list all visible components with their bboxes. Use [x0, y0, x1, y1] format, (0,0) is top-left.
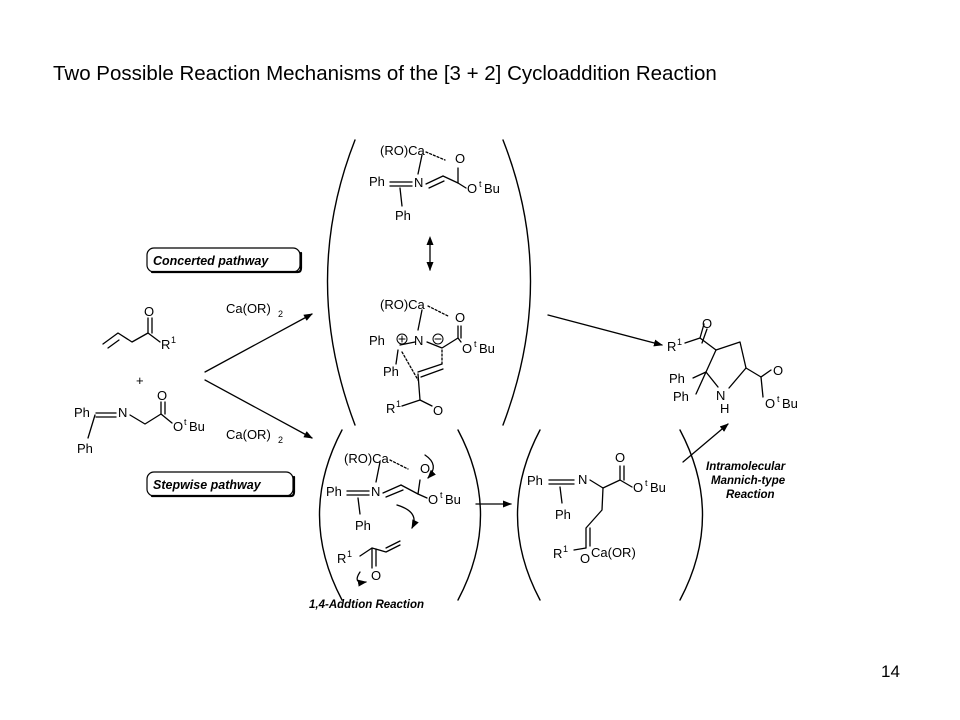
svg-text:Ph: Ph [395, 208, 411, 223]
mannich-caption: Intramolecular Mannich-type Reaction [706, 461, 786, 501]
svg-text:O: O [157, 388, 167, 403]
svg-text:O: O [173, 419, 183, 434]
chelate-top-structure: (RO)Ca O Ph N Ph O t Bu [369, 143, 500, 223]
imine-ester-structure: Ph N Ph O O t Bu [74, 388, 205, 456]
svg-text:R: R [553, 546, 562, 561]
svg-text:R: R [161, 337, 170, 352]
svg-text:N: N [578, 472, 587, 487]
reagent-upper: Ca(OR) [226, 301, 271, 316]
svg-text:Bu: Bu [650, 480, 666, 495]
svg-text:R: R [337, 551, 346, 566]
reagent-lower: Ca(OR) [226, 427, 271, 442]
svg-text:O: O [702, 316, 712, 331]
calcium-enolate-structure: Ph N Ph O O t Bu R 1 O Ca(OR) [527, 450, 666, 566]
enone-structure: O R 1 [102, 304, 176, 352]
svg-text:Ph: Ph [77, 441, 93, 456]
svg-text:Ph: Ph [369, 174, 385, 189]
svg-text:Bu: Bu [479, 341, 495, 356]
svg-text:Ph: Ph [326, 484, 342, 499]
svg-text:Mannich-type: Mannich-type [711, 475, 786, 487]
svg-text:O: O [144, 304, 154, 319]
svg-text:N: N [371, 484, 380, 499]
svg-text:Ph: Ph [369, 333, 385, 348]
stepwise-brackets [318, 429, 482, 601]
svg-text:Concerted pathway: Concerted pathway [153, 254, 269, 268]
svg-text:Reaction: Reaction [726, 489, 775, 501]
svg-text:Bu: Bu [782, 396, 798, 411]
svg-text:Ph: Ph [673, 389, 689, 404]
svg-text:N: N [414, 333, 423, 348]
concerted-brackets [326, 139, 532, 426]
arrow-to-concerted [204, 313, 313, 373]
svg-text:N: N [716, 388, 725, 403]
addition-caption: 1,4-Addtion Reaction [309, 599, 424, 611]
svg-text:O: O [765, 396, 775, 411]
pyrrolidine-product-structure: O R 1 Ph Ph N H O O t Bu [667, 316, 798, 416]
svg-text:Bu: Bu [189, 419, 205, 434]
svg-text:Ph: Ph [527, 473, 543, 488]
svg-text:1: 1 [347, 549, 352, 559]
svg-text:O: O [428, 492, 438, 507]
svg-text:O: O [580, 551, 590, 566]
svg-text:Ph: Ph [669, 371, 685, 386]
svg-text:t: t [474, 339, 477, 349]
slide-title: Two Possible Reaction Mechanisms of the … [53, 62, 717, 85]
stepwise-pathway-box: Stepwise pathway [146, 471, 296, 498]
svg-text:1: 1 [171, 335, 176, 345]
svg-text:O: O [462, 341, 472, 356]
svg-text:Ph: Ph [555, 507, 571, 522]
svg-text:O: O [455, 310, 465, 325]
svg-text:1: 1 [677, 337, 682, 347]
stepwise-intermediate-structure: (RO)Ca O Ph N Ph O t Bu R 1 O [326, 451, 461, 587]
svg-text:t: t [479, 179, 482, 189]
svg-text:t: t [777, 394, 780, 404]
reagent-lower-subscript: 2 [278, 435, 283, 445]
svg-text:1: 1 [563, 544, 568, 554]
svg-text:Ca(OR): Ca(OR) [591, 545, 636, 560]
plus-sign: + [136, 373, 144, 388]
svg-text:O: O [433, 403, 443, 418]
svg-text:t: t [440, 490, 443, 500]
svg-text:O: O [371, 568, 381, 583]
svg-text:O: O [420, 461, 430, 476]
arrow-mannich-to-product [682, 423, 729, 463]
arrow-to-stepwise [204, 379, 313, 439]
svg-text:Intramolecular: Intramolecular [706, 461, 786, 473]
svg-text:t: t [645, 478, 648, 488]
arrow-to-product [547, 314, 663, 347]
svg-text:(RO)Ca: (RO)Ca [380, 297, 426, 312]
svg-text:Bu: Bu [484, 181, 500, 196]
svg-text:O: O [773, 363, 783, 378]
svg-text:Ph: Ph [355, 518, 371, 533]
svg-text:O: O [455, 151, 465, 166]
svg-text:Bu: Bu [445, 492, 461, 507]
enolate-brackets [516, 429, 704, 601]
page-number: 14 [881, 662, 900, 681]
svg-text:N: N [118, 405, 127, 420]
svg-text:Stepwise pathway: Stepwise pathway [153, 478, 262, 492]
svg-text:H: H [720, 401, 729, 416]
svg-text:(RO)Ca: (RO)Ca [380, 143, 426, 158]
svg-text:O: O [615, 450, 625, 465]
svg-text:R: R [667, 339, 676, 354]
svg-text:O: O [467, 181, 477, 196]
svg-text:(RO)Ca: (RO)Ca [344, 451, 390, 466]
svg-text:t: t [184, 417, 187, 427]
concerted-pathway-box: Concerted pathway [146, 247, 303, 274]
concerted-ts-structure: (RO)Ca O Ph N O t Bu Ph R 1 O [369, 297, 495, 418]
svg-text:Ph: Ph [383, 364, 399, 379]
svg-text:Ph: Ph [74, 405, 90, 420]
svg-text:1: 1 [396, 399, 401, 409]
svg-text:R: R [386, 401, 395, 416]
svg-text:O: O [633, 480, 643, 495]
svg-text:N: N [414, 175, 423, 190]
reagent-upper-subscript: 2 [278, 309, 283, 319]
